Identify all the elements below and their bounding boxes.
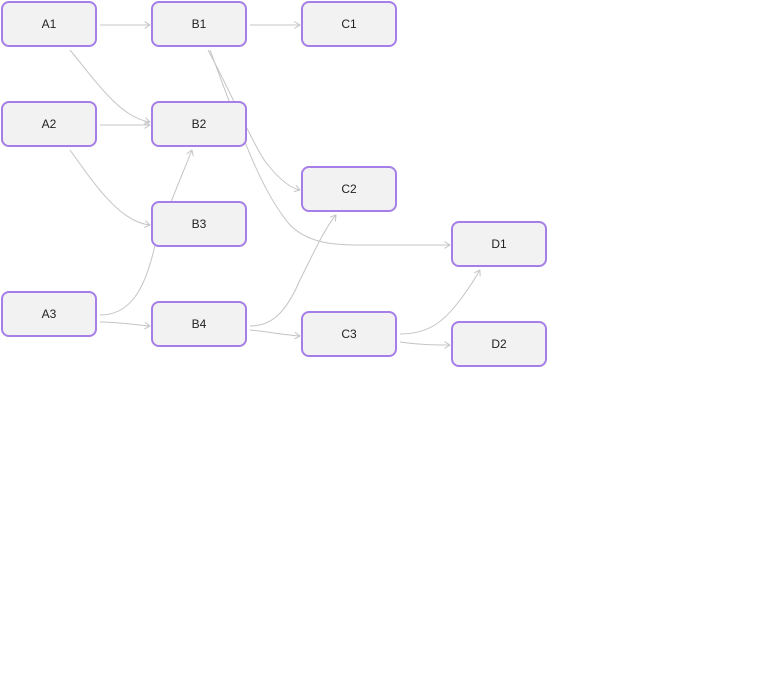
node-label: C3 [341, 327, 357, 341]
node-label: C2 [341, 182, 357, 196]
node-label: A2 [41, 117, 57, 131]
arrowhead [444, 341, 451, 349]
node-c3[interactable]: C3 [301, 311, 397, 357]
node-b4[interactable]: B4 [151, 301, 247, 347]
node-c2[interactable]: C2 [301, 166, 397, 212]
edge-a1-b2 [69, 49, 151, 125]
node-a2[interactable]: A2 [1, 101, 97, 147]
arrowhead [444, 241, 451, 249]
edge-b1-c2 [207, 49, 301, 192]
arrowhead [144, 321, 151, 330]
arrowhead [143, 117, 151, 125]
arrowhead [186, 149, 194, 157]
node-a3[interactable]: A3 [1, 291, 97, 337]
edge-a2-b2 [100, 121, 151, 129]
node-b3[interactable]: B3 [151, 201, 247, 247]
edge-b4-c3 [249, 329, 301, 340]
node-c1[interactable]: C1 [301, 1, 397, 47]
arrowhead [329, 214, 337, 222]
node-d2[interactable]: D2 [451, 321, 547, 367]
arrowhead [294, 331, 301, 340]
edge-b1-c1 [250, 21, 301, 29]
arrowhead [144, 21, 151, 29]
edge-c3-d2 [399, 341, 451, 349]
edge-c3-d1 [399, 269, 481, 335]
node-label: D2 [491, 337, 507, 351]
node-b1[interactable]: B1 [151, 1, 247, 47]
node-label: A3 [41, 307, 57, 321]
arrowhead [293, 184, 301, 192]
node-d1[interactable]: D1 [451, 221, 547, 267]
node-label: B4 [191, 317, 207, 331]
node-b2[interactable]: B2 [151, 101, 247, 147]
edge-b4-c2 [249, 214, 337, 327]
node-label: B2 [191, 117, 207, 131]
node-label: D1 [491, 237, 507, 251]
arrowhead [294, 21, 301, 29]
arrowhead [144, 220, 151, 228]
node-label: A1 [41, 17, 57, 31]
edge-a1-b1 [100, 21, 151, 29]
node-label: B1 [191, 17, 207, 31]
node-a1[interactable]: A1 [1, 1, 97, 47]
edge-a2-b3 [69, 149, 151, 228]
edge-a3-b4 [99, 321, 151, 330]
node-label: B3 [191, 217, 207, 231]
node-label: C1 [341, 17, 357, 31]
arrowhead [474, 269, 481, 277]
arrowhead [144, 121, 151, 129]
